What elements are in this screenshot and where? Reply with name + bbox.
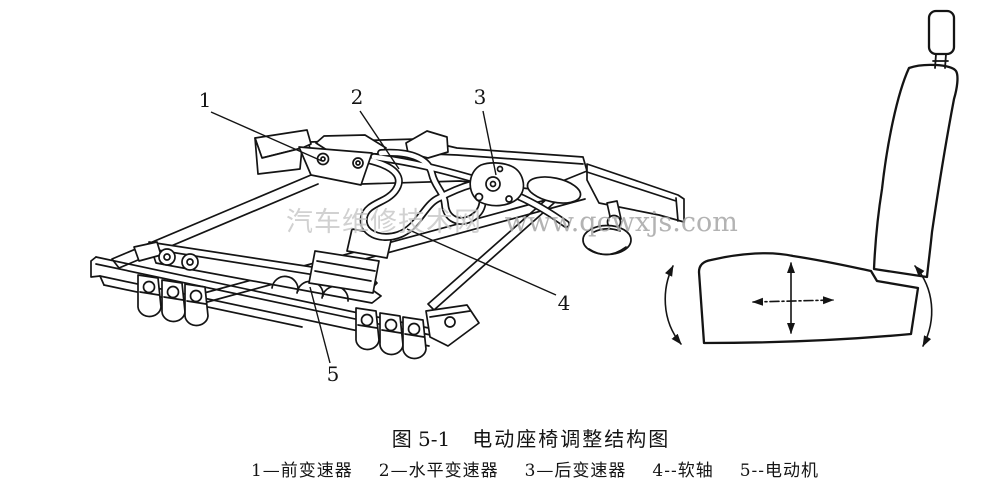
leader-line-5 — [309, 286, 331, 364]
legend-item-1: 1—前变速器 — [250, 461, 353, 481]
leader-line-3 — [482, 110, 497, 176]
leader-line-4 — [406, 228, 557, 296]
adjustment-arrows — [664, 262, 933, 347]
front-gearbox — [298, 146, 373, 186]
figure-legend: 1—前变速器 2—水平变速器 3—后变速器 4--软轴 5--电动机 — [70, 456, 1000, 481]
seat-back — [872, 63, 959, 279]
seat-side-view — [664, 9, 959, 347]
leader-line-1 — [210, 111, 323, 162]
part-label-4: 4 — [558, 291, 571, 315]
legend-item-2: 2—水平变速器 — [378, 461, 499, 481]
rail-clamp-straps-right — [355, 307, 427, 360]
figure-title: 电动座椅调整结构图 — [472, 427, 671, 451]
rear-tilt-arrow — [914, 265, 933, 347]
flexible-shaft-cables — [359, 148, 570, 241]
rail-clamp-straps-left — [137, 274, 209, 327]
horizontal-adjust-arrow — [752, 296, 834, 306]
figure-illustration: 1 2 3 4 5 汽车维修技术网 www.qcwxjs.com — [90, 9, 959, 386]
leader-line-2 — [359, 110, 400, 170]
front-tilt-arrow — [664, 265, 682, 345]
part-labels: 1 2 3 4 5 — [199, 85, 571, 386]
headrest — [927, 9, 956, 56]
rail-lines — [95, 256, 441, 347]
front-slide-rail — [90, 241, 480, 360]
motor — [582, 200, 632, 256]
part-label-3: 3 — [474, 85, 487, 109]
drive-rod — [427, 196, 555, 311]
legend-item-4: 4--软轴 — [652, 461, 714, 481]
figure-caption: 图 5-1 电动座椅调整结构图 — [62, 423, 1000, 452]
center-bracket-base — [308, 250, 380, 294]
legend-item-3: 3—后变速器 — [524, 461, 627, 481]
seat-cushion — [697, 252, 920, 345]
part-label-1: 1 — [199, 88, 212, 112]
part-label-2: 2 — [351, 85, 364, 109]
leader-lines — [210, 110, 557, 364]
legend-item-5: 5--电动机 — [739, 461, 820, 481]
seat-track-mechanism — [90, 129, 685, 360]
figure-number: 图 5-1 — [391, 427, 451, 451]
part-label-5: 5 — [327, 362, 340, 386]
watermark: 汽车维修技术网 www.qcwxjs.com — [286, 207, 738, 238]
rear-gearbox — [469, 162, 525, 207]
